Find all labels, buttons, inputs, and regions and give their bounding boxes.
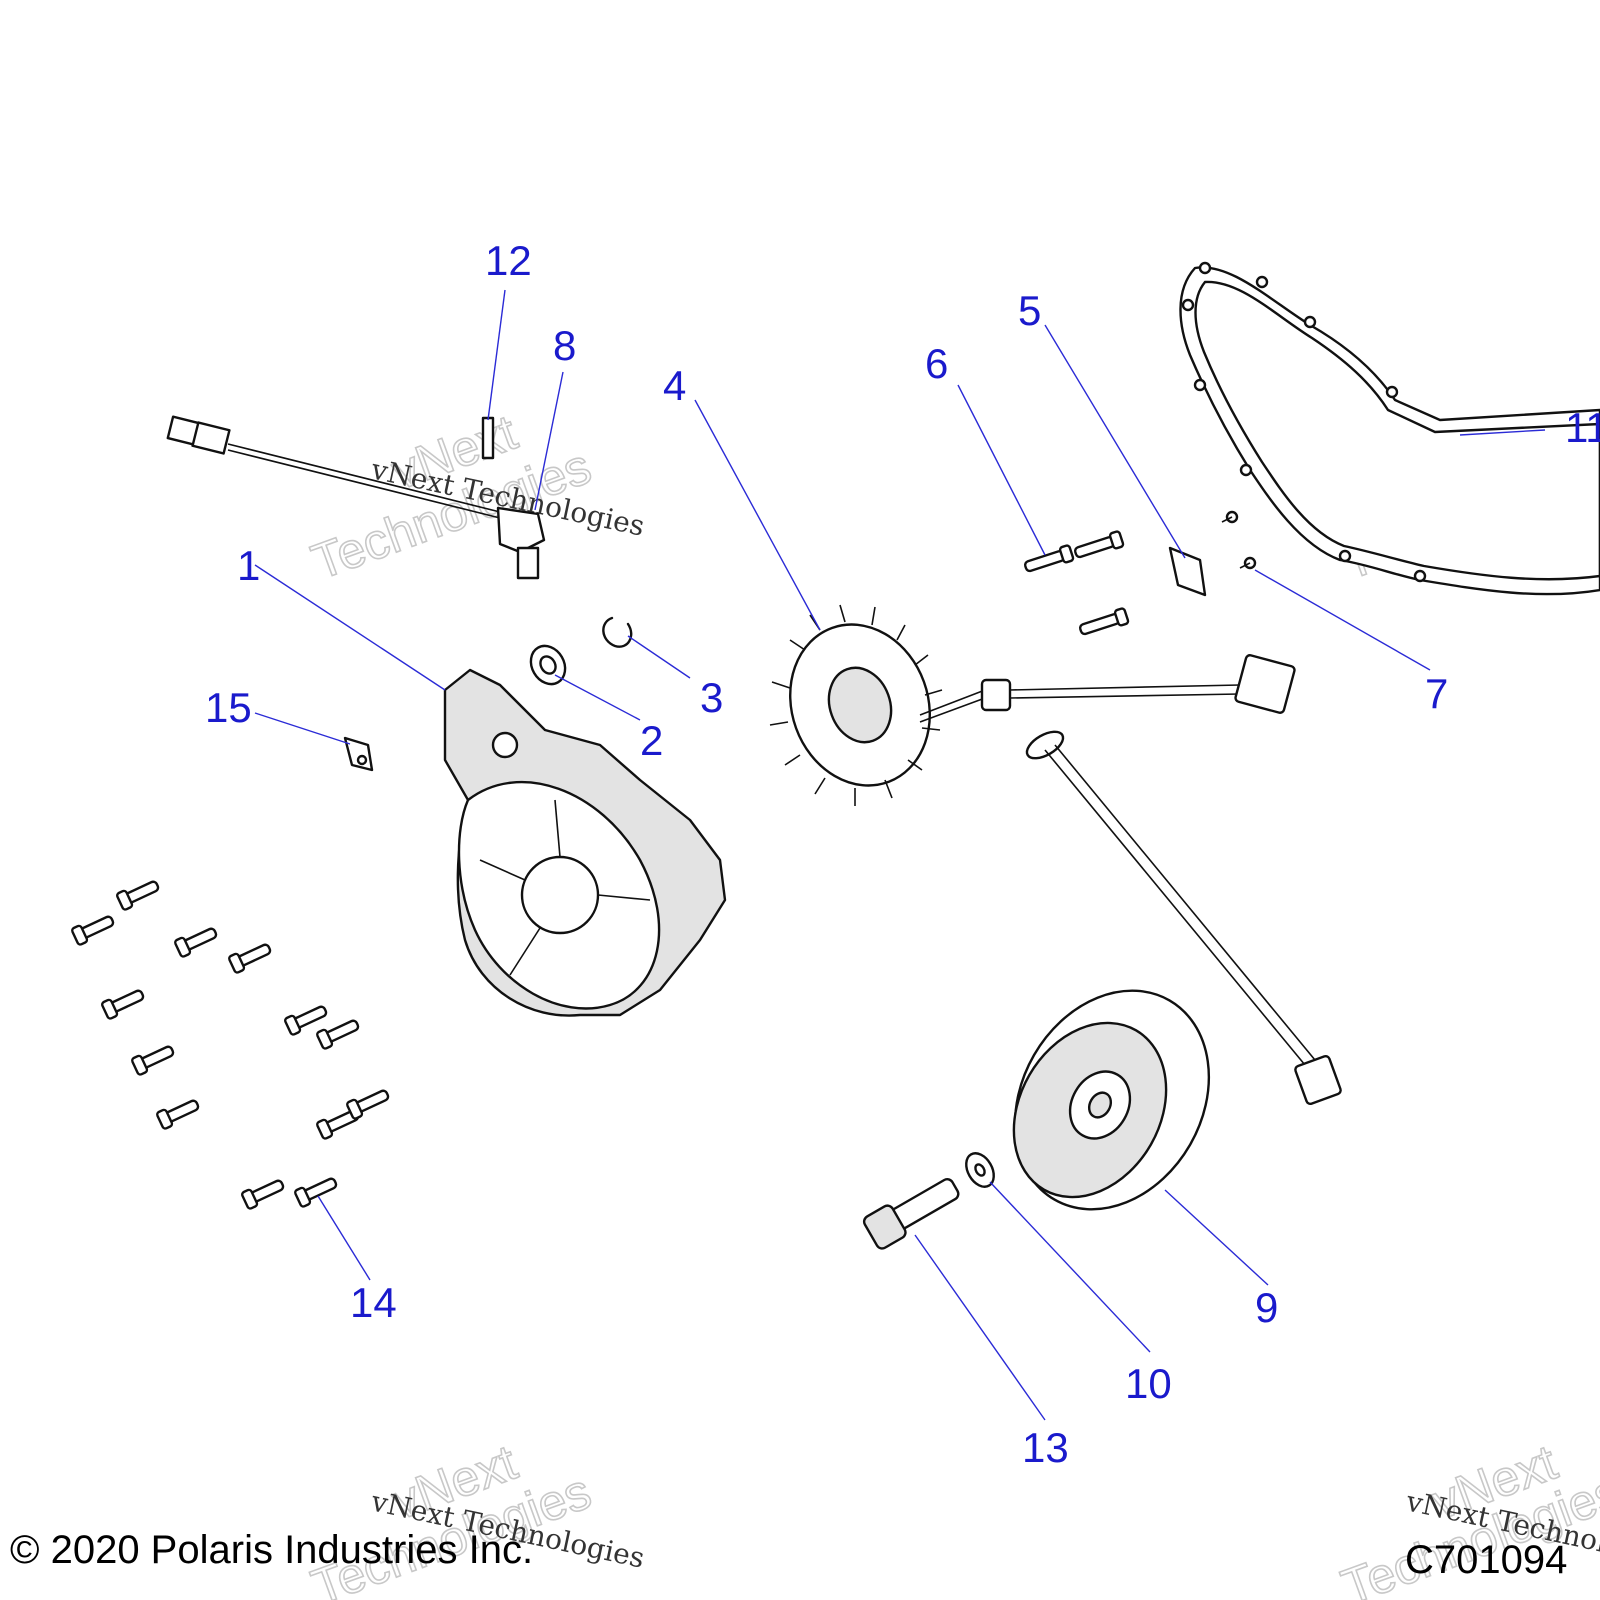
callout-1: 1 — [237, 542, 260, 589]
callout-15: 15 — [205, 684, 252, 731]
part-flywheel — [1012, 989, 1211, 1211]
callout-12: 12 — [485, 237, 532, 284]
callout-14: 14 — [350, 1279, 397, 1326]
part-washer — [965, 1152, 995, 1188]
part-sensor-harness — [166, 415, 546, 580]
callout-6: 6 — [925, 340, 948, 387]
leader-10 — [989, 1181, 1151, 1353]
callout-5: 5 — [1018, 287, 1041, 334]
leader-4 — [694, 399, 821, 631]
callout-10: 10 — [1125, 1360, 1172, 1407]
copyright-text: © 2020 Polaris Industries Inc. — [10, 1528, 534, 1572]
leader-13 — [914, 1234, 1046, 1421]
part-small-screws — [1221, 510, 1257, 570]
leader-lines — [254, 289, 1546, 1421]
part-bearing — [529, 644, 567, 686]
leader-14 — [317, 1195, 371, 1281]
callout-11: 11 — [1565, 404, 1600, 451]
callout-9: 9 — [1255, 1284, 1278, 1331]
leader-5 — [1044, 324, 1186, 559]
part-cover-bolts — [71, 880, 390, 1210]
callout-4: 4 — [663, 362, 686, 409]
callout-8: 8 — [553, 322, 576, 369]
part-stator-lead — [1025, 730, 1342, 1106]
callout-13: 13 — [1022, 1424, 1069, 1471]
part-stator — [769, 604, 1296, 806]
callout-2: 2 — [640, 717, 663, 764]
watermark-top-left: vNext Technologies vNext Technologies — [304, 403, 648, 591]
leader-1 — [254, 564, 446, 691]
callout-3: 3 — [700, 674, 723, 721]
callout-7: 7 — [1425, 670, 1448, 717]
leader-11 — [1459, 429, 1546, 436]
leader-8 — [534, 371, 564, 511]
leader-7 — [1254, 569, 1431, 671]
figure-code: C701094 — [1405, 1538, 1568, 1582]
leader-2 — [554, 674, 641, 721]
part-flywheel-bolt — [862, 1178, 960, 1250]
part-grommet-plate — [1168, 546, 1207, 597]
part-stator-cover — [443, 668, 727, 1017]
leader-15 — [254, 712, 351, 745]
leader-6 — [957, 384, 1046, 556]
part-gasket — [1179, 261, 1600, 596]
callout-numbers: 1 2 3 4 5 6 7 8 9 10 11 12 13 14 15 — [205, 237, 1600, 1471]
leader-9 — [1164, 1189, 1269, 1286]
watermark-bottom-left: vNext Technologies vNext Technologies — [304, 1433, 648, 1600]
leader-3 — [627, 635, 691, 679]
part-long-bolts — [1023, 530, 1130, 636]
part-snap-ring — [602, 616, 633, 648]
part-clip — [343, 736, 374, 772]
leader-12 — [487, 289, 506, 421]
